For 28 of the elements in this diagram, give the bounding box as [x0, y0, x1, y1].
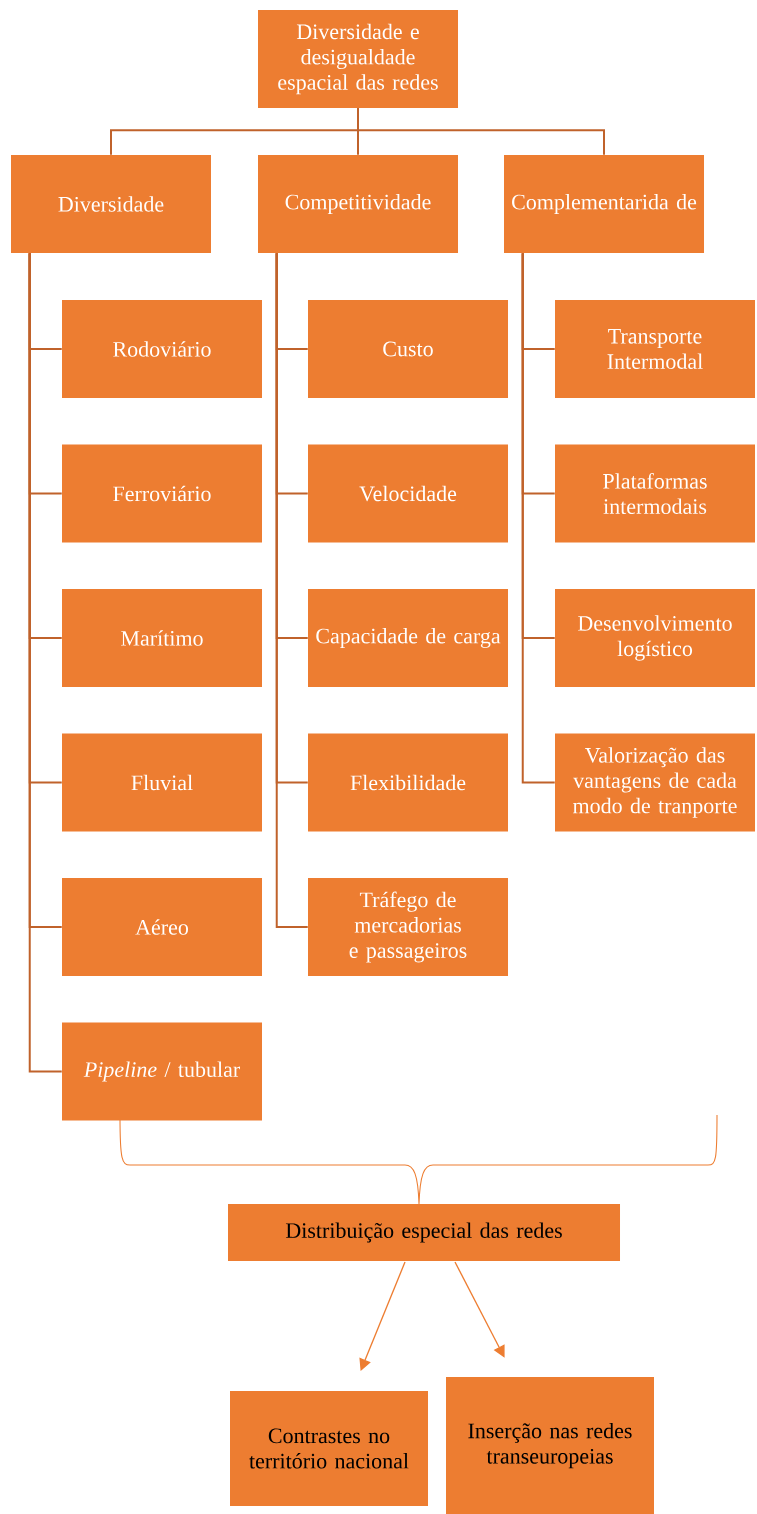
process-box: Fluvial [62, 733, 262, 832]
process-box: Capacidade de carga [308, 589, 508, 687]
process-box: Pipeline / tubular [62, 1022, 262, 1121]
process-box: Rodoviário [62, 300, 262, 398]
process-box: Transporte Intermodal [555, 300, 755, 398]
process-box: Plataformas intermodais [555, 444, 755, 543]
process-box: Marítimo [62, 589, 262, 687]
process-box: Complementarida de [504, 155, 704, 253]
connector-line [275, 252, 309, 928]
arrow [454, 1261, 505, 1358]
connector-line [521, 252, 556, 784]
process-box: Velocidade [308, 444, 508, 543]
process-box: Diversidade [11, 155, 211, 253]
process-box: Valorização das vantagens de cada modo de tranporte [555, 733, 755, 832]
connector-line [357, 107, 605, 156]
process-box: Distribuição especial das redes [228, 1204, 620, 1261]
process-box: Custo [308, 300, 508, 398]
process-box: Competitividade [258, 155, 458, 253]
process-box: Inserção nas redes transeuropeias [446, 1377, 654, 1514]
process-box: Aéreo [62, 878, 262, 976]
arrow [359, 1261, 406, 1371]
process-box: Ferroviário [62, 444, 262, 543]
process-box: Diversidade e desigualdade espacial das redes [258, 10, 458, 108]
connector-line [28, 252, 63, 1073]
process-box: Desenvolvimento logístico [555, 589, 755, 687]
process-box: Flexibilidade [308, 733, 508, 832]
process-box: Contrastes no território nacional [230, 1391, 428, 1506]
process-box: Tráfego de mercadorias e passageiros [308, 878, 508, 976]
